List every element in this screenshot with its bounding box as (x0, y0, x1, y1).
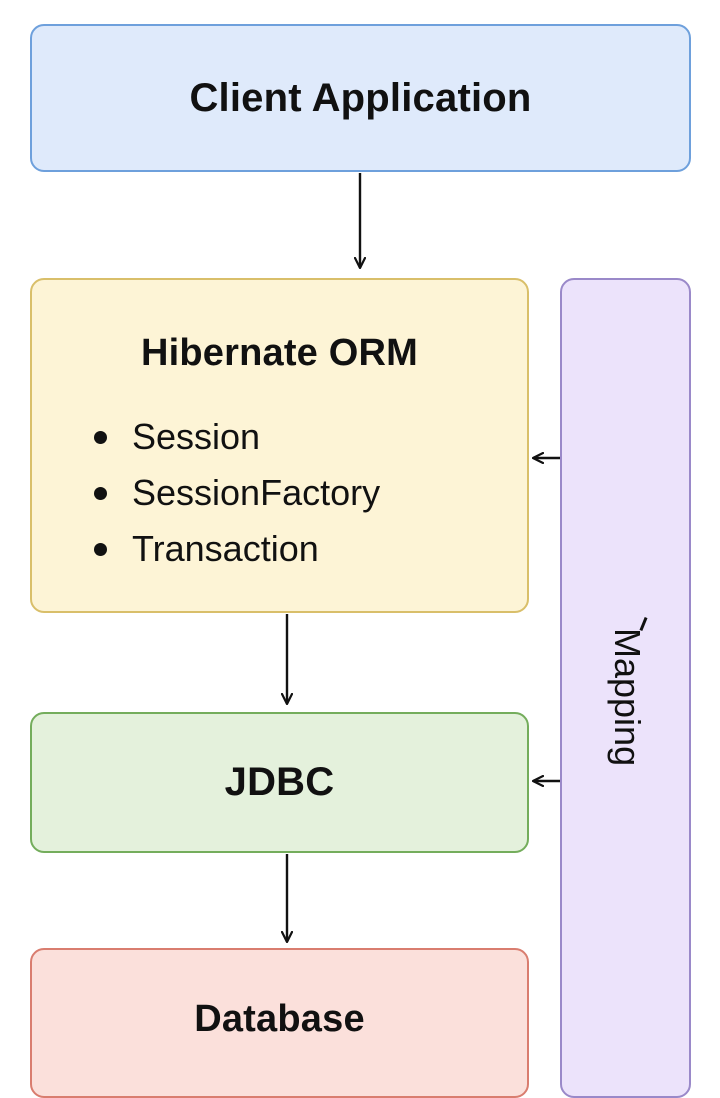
hibernate-orm-title: Hibernate ORM (140, 332, 419, 374)
component-transaction: Transaction (132, 528, 319, 569)
database-box: Database (30, 948, 529, 1098)
hibernate-orm-box: Hibernate ORM Session SessionFactory Tra… (30, 278, 529, 613)
bullet-icon (94, 431, 107, 444)
list-item: Transaction (94, 524, 380, 580)
client-application-box: Client Application (30, 24, 691, 172)
list-item: SessionFactory (94, 468, 380, 524)
client-application-title: Client Application (189, 75, 532, 120)
bullet-icon (94, 543, 107, 556)
mapping-box (560, 278, 691, 1098)
bullet-icon (94, 487, 107, 500)
component-session: Session (132, 416, 261, 457)
component-session-factory: SessionFactory (132, 472, 381, 513)
jdbc-title: JDBC (224, 760, 335, 804)
hibernate-orm-component-list: Session SessionFactory Transaction (94, 412, 380, 580)
jdbc-box: JDBC (30, 712, 529, 853)
mapping-label: Mapping (607, 628, 648, 767)
list-item: Session (94, 412, 380, 468)
database-title: Database (194, 998, 365, 1040)
